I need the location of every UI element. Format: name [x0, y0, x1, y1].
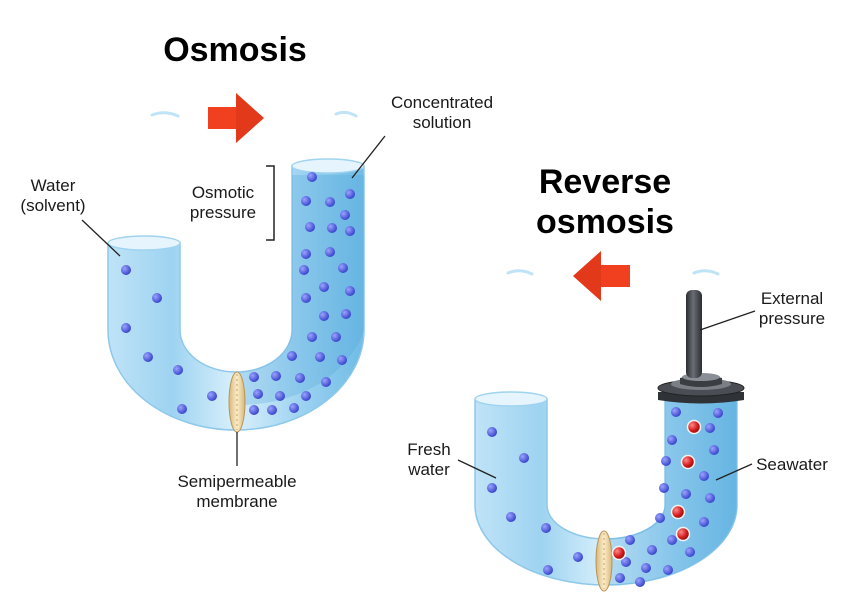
reverse-flow-streaks	[506, 269, 720, 276]
right-arm-solution-surface	[291, 158, 365, 174]
piston-rod	[686, 290, 702, 378]
osmosis-title: Osmosis	[163, 31, 307, 69]
semipermeable-membrane-label: Semipermeable membrane	[177, 472, 297, 511]
osmosis-flow-arrow	[208, 93, 264, 143]
reverse-osmosis-u-tube	[474, 290, 745, 592]
reverse-osmosis-title: Reverse osmosis	[536, 163, 674, 241]
reverse-osmosis-water-molecules	[487, 407, 723, 587]
reverse-membrane-shape	[595, 530, 613, 592]
left-arm-water-surface	[107, 235, 181, 251]
osmosis-flow-streaks	[150, 110, 358, 118]
osmosis-leader-lines	[81, 135, 386, 466]
reverse-osmosis-flow-arrow	[573, 251, 630, 301]
reverse-osmosis-salt-molecules	[611, 419, 702, 561]
fresh-water-label: Fresh water	[407, 440, 451, 479]
external-pressure-label: External pressure	[758, 289, 826, 328]
osmosis-water-molecules	[121, 172, 355, 415]
water-solvent-label: Water (solvent)	[20, 176, 86, 215]
fresh-water-surface	[474, 391, 548, 407]
osmotic-pressure-bracket	[266, 165, 275, 241]
osmotic-pressure-label: Osmotic pressure	[189, 183, 257, 222]
seawater-label: Seawater	[756, 455, 828, 474]
concentrated-solution-label: Concentrated solution	[390, 93, 494, 132]
reverse-leader-lines	[457, 310, 756, 481]
